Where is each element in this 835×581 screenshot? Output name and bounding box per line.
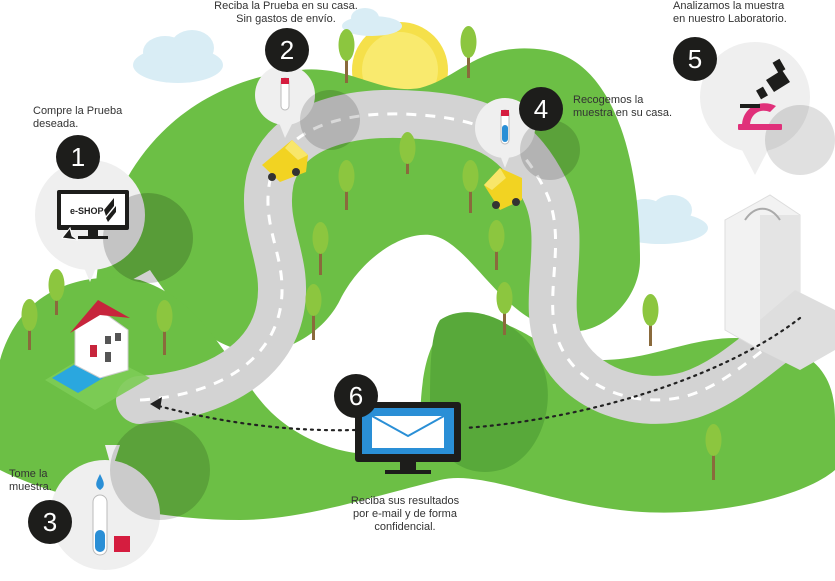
dotted-arrow-email-to-house [153, 403, 357, 432]
step-4-label: Recogemos la muestra en su casa. [573, 94, 672, 120]
step-6-label: Reciba sus resultados por e-mail y de fo… [340, 495, 470, 534]
badge-4: 4 [519, 87, 563, 131]
step-1-label: Compre la Prueba deseada. [33, 105, 122, 131]
tree [338, 29, 355, 83]
step-2-label: Reciba la Prueba en su casa. Sin gastos … [208, 0, 364, 26]
step-5-line-2: en nuestro Laboratorio. [673, 13, 787, 25]
step-2-line-2: Sin gastos de envío. [236, 13, 336, 25]
step-6-line-2: por e-mail y de forma [353, 508, 457, 520]
trees [21, 26, 722, 480]
badge-3: 3 [28, 500, 72, 544]
tree [312, 222, 329, 275]
step-3-line-1: Tome la [9, 468, 48, 480]
tree [488, 220, 505, 270]
step-1-line-2: deseada. [33, 118, 79, 130]
pin-sample [50, 420, 210, 570]
pin-delivery [255, 65, 360, 150]
badge-1: 1 [56, 135, 100, 179]
tree [460, 26, 477, 78]
step-5-label: Analizamos la muestra en nuestro Laborat… [673, 0, 787, 26]
step-6-line-3: confidencial. [374, 521, 436, 533]
pin-eshop: e-SHOP [35, 160, 193, 283]
email-monitor [355, 402, 461, 474]
badge-5-number: 5 [688, 44, 702, 74]
tree [705, 424, 722, 480]
step-1-line-1: Compre la Prueba [33, 105, 123, 117]
cursor-icon [61, 226, 79, 241]
eshop-label: e-SHOP [70, 206, 104, 216]
tree [399, 132, 416, 174]
tree [496, 282, 513, 335]
dotted-arrow-lab-to-email [463, 316, 802, 430]
step-4-line-1: Recogemos la [573, 94, 644, 106]
badge-3-number: 3 [43, 507, 57, 537]
badge-5: 5 [673, 37, 717, 81]
badge-6-number: 6 [349, 381, 363, 411]
badge-6: 6 [334, 374, 378, 418]
badge-2: 2 [265, 28, 309, 72]
step-3-label: Tome la muestra. [9, 468, 52, 494]
step-4-line-2: muestra en su casa. [573, 107, 673, 119]
arrowhead-icon [150, 397, 162, 410]
envelope-icon [371, 415, 445, 438]
cloud-left [133, 30, 223, 83]
van-2 [262, 140, 308, 182]
tree [642, 294, 659, 346]
step-2-line-1: Reciba la Prueba en su casa. [214, 0, 358, 12]
badge-2-number: 2 [280, 35, 294, 65]
badge-4-number: 4 [534, 94, 548, 124]
tree [462, 160, 479, 213]
badge-1-number: 1 [71, 142, 85, 172]
tree [305, 284, 322, 340]
tree [48, 269, 65, 315]
tree [156, 300, 173, 355]
drop-icon [96, 474, 104, 490]
step-5-line-1: Analizamos la muestra [673, 0, 785, 12]
sample-square-icon [114, 536, 130, 552]
tree [338, 160, 355, 210]
step-6-line-1: Reciba sus resultados [350, 495, 460, 507]
house [45, 300, 150, 410]
cloud-top [342, 8, 402, 36]
van-4 [484, 168, 522, 210]
pin-laboratory [700, 42, 835, 175]
step-3-line-2: muestra. [9, 481, 52, 493]
tree [21, 299, 38, 350]
microscope-icon [738, 58, 790, 130]
laboratory-building [724, 194, 835, 370]
